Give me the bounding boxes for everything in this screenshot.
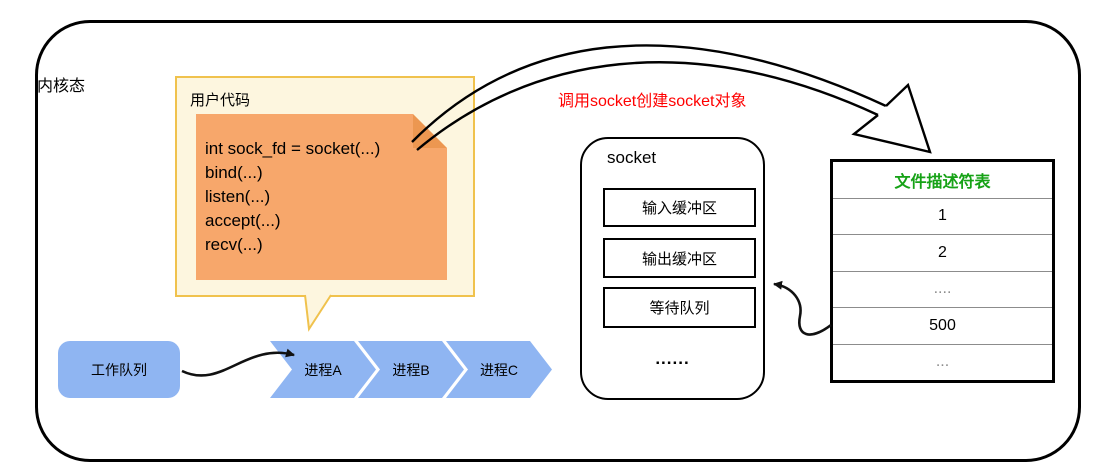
code-line: accept(...)	[205, 211, 281, 230]
socket-ellipsis: ......	[655, 349, 690, 368]
socket-object-box: socket 输入缓冲区 输出缓冲区 等待队列 ......	[580, 137, 765, 400]
process-chevron-strip: 进程A 进程B 进程C	[270, 341, 560, 398]
kernel-label: 内核态	[37, 78, 86, 95]
work-queue-box: 工作队列	[58, 341, 180, 398]
code-line: int sock_fd = socket(...)	[205, 139, 381, 158]
folded-corner	[413, 114, 447, 148]
user-code-bubble: 用户代码 int sock_fd = socket(...) bind(...)…	[175, 76, 475, 297]
socket-call-annotation: 调用socket创建socket对象	[558, 93, 747, 110]
fd-table-row: ....	[833, 270, 1052, 308]
process-c-chevron: 进程C	[446, 341, 552, 398]
code-line: bind(...)	[205, 163, 263, 182]
wait-queue-box: 等待队列	[603, 287, 756, 328]
file-descriptor-table: 文件描述符表 1 2 .... 500 ...	[830, 159, 1055, 383]
user-code-title: 用户代码	[190, 92, 251, 109]
process-a-chevron: 进程A	[270, 341, 376, 398]
code-lines: int sock_fd = socket(...) bind(...) list…	[205, 137, 380, 257]
input-buffer-box: 输入缓冲区	[603, 188, 756, 227]
code-note: int sock_fd = socket(...) bind(...) list…	[196, 114, 447, 280]
fd-table-row: ...	[833, 343, 1052, 381]
code-line: listen(...)	[205, 187, 271, 206]
socket-title: socket	[607, 148, 657, 167]
fd-table-row: 500	[833, 307, 1052, 344]
code-line: recv(...)	[205, 235, 263, 254]
fd-table-row: 2	[833, 234, 1052, 271]
output-buffer-box: 输出缓冲区	[603, 238, 756, 278]
fd-table-row: 1	[833, 197, 1052, 235]
fd-table-header: 文件描述符表	[894, 173, 991, 191]
